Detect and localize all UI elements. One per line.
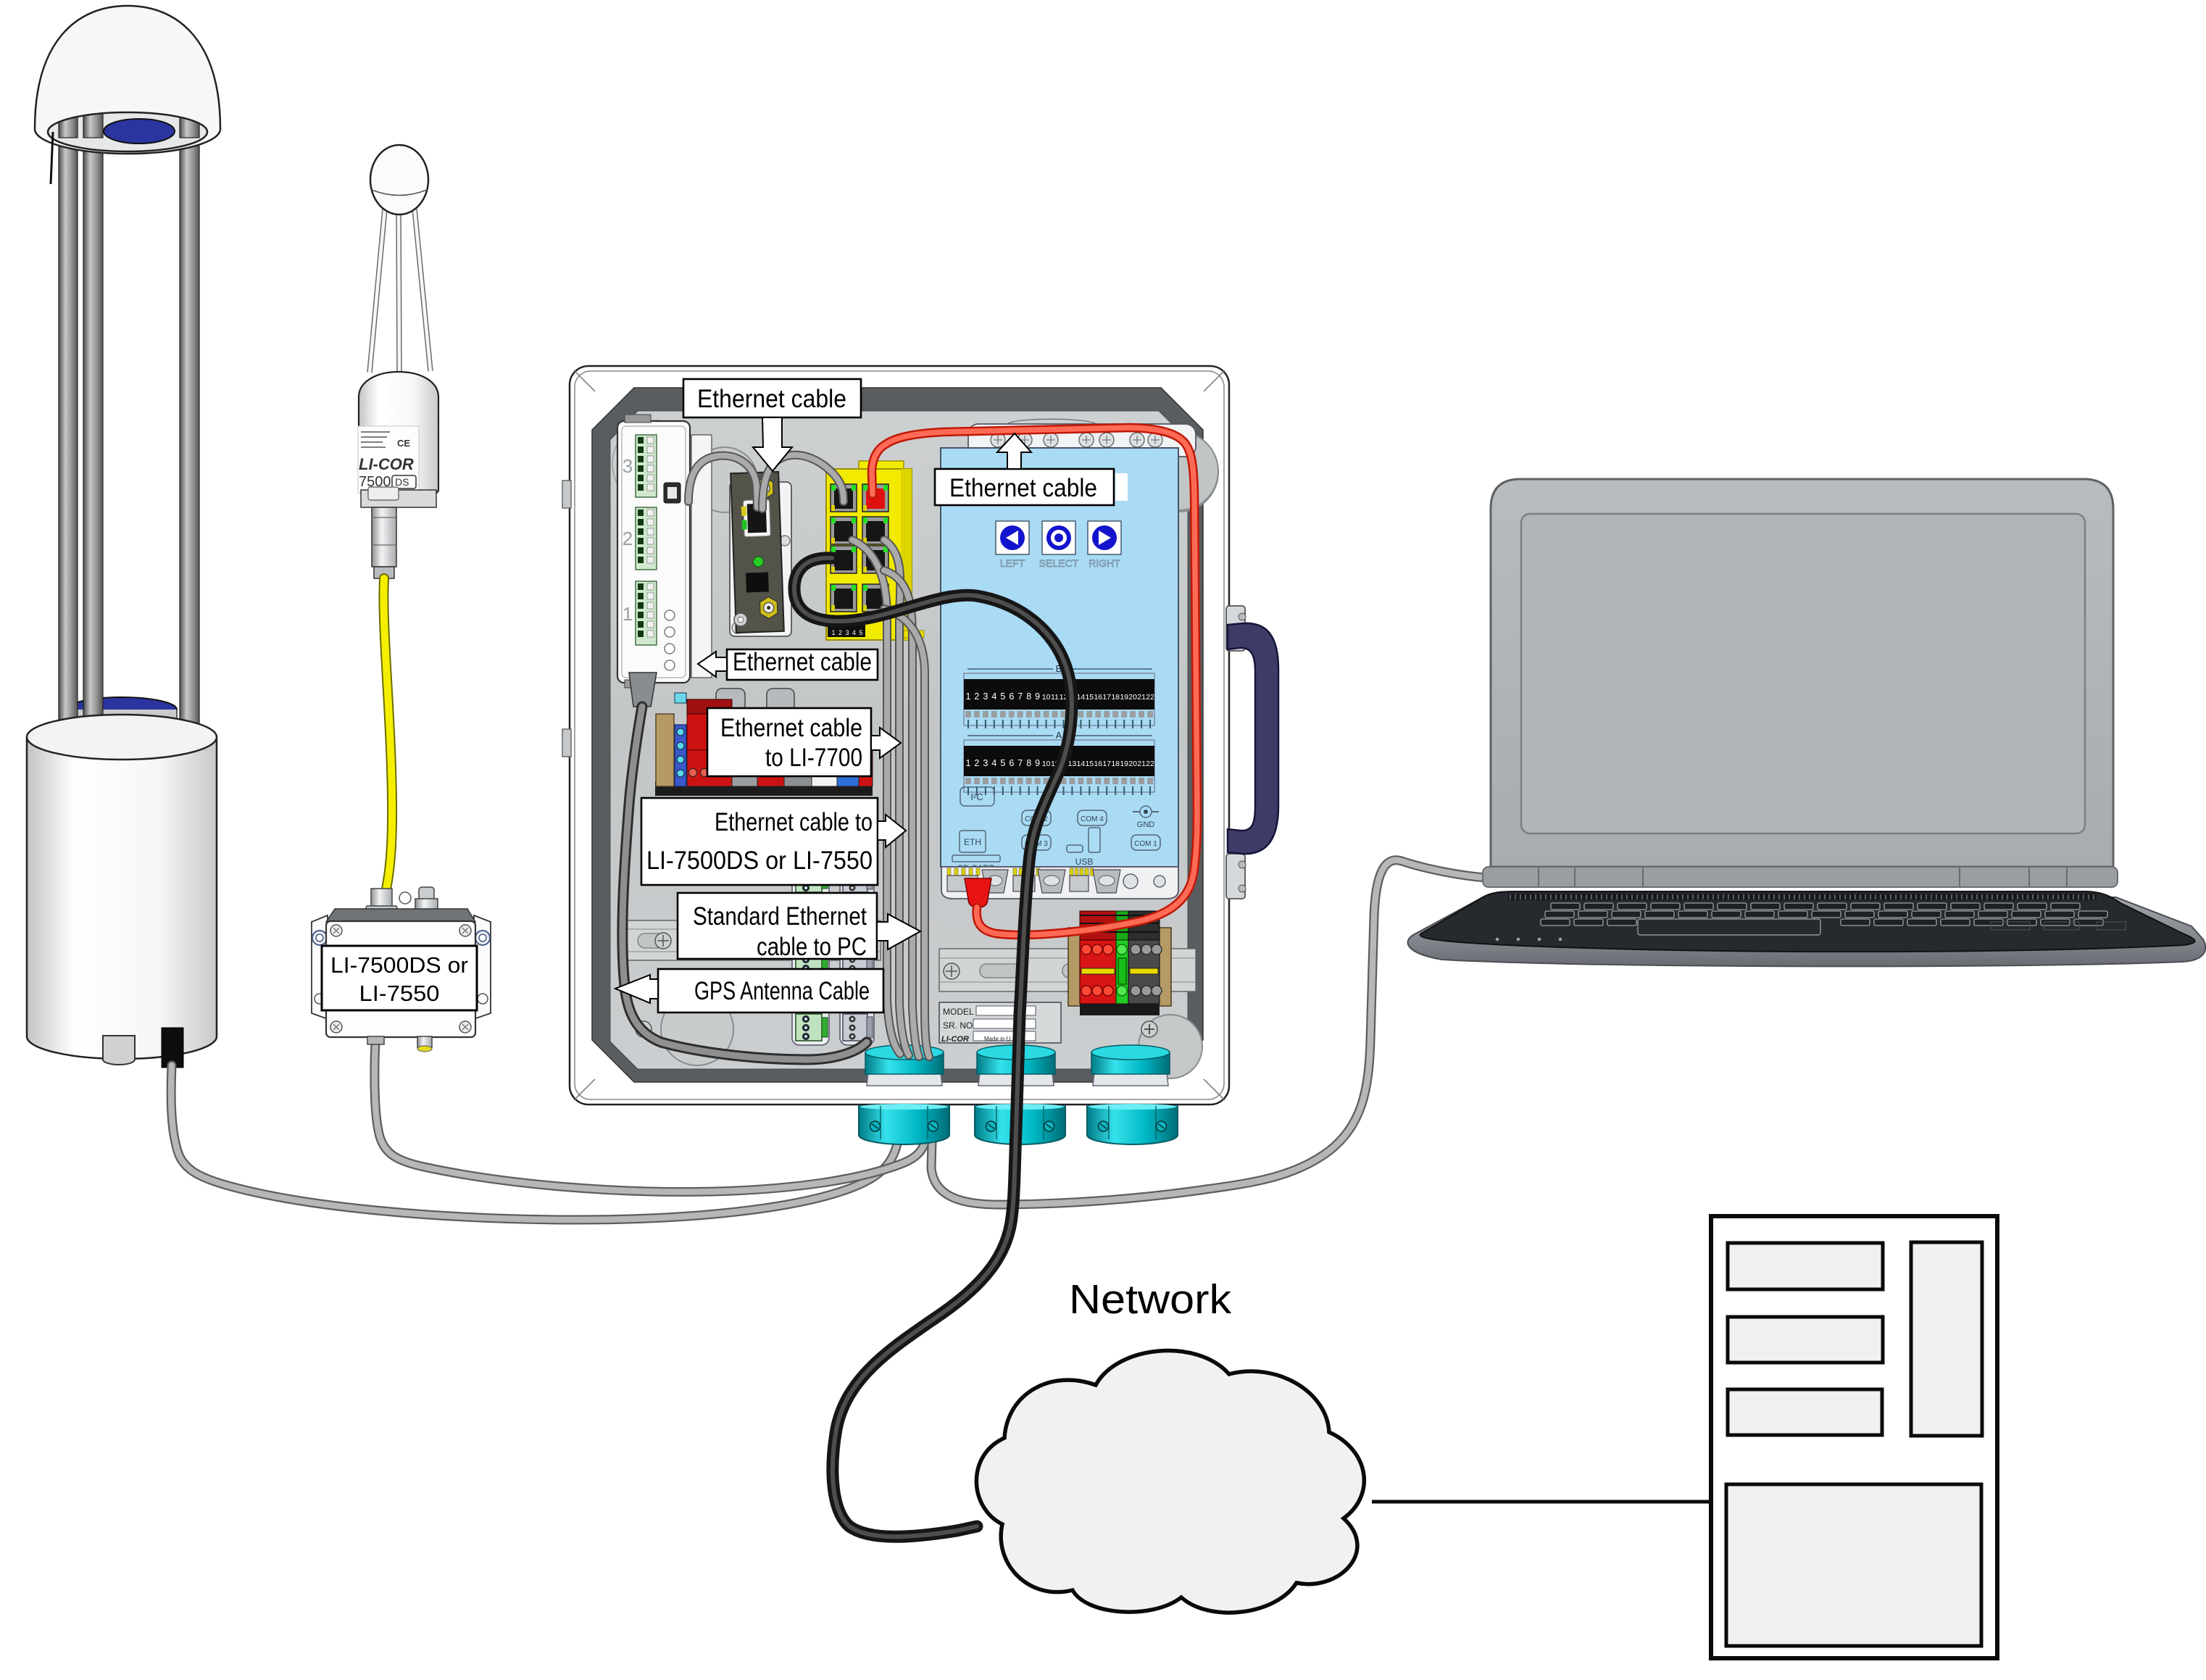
svg-text:GPS Antenna Cable: GPS Antenna Cable xyxy=(694,977,870,1005)
svg-text:12: 12 xyxy=(1060,693,1068,702)
svg-text:8: 8 xyxy=(1026,691,1031,702)
svg-text:Ethernet cable to: Ethernet cable to xyxy=(715,808,873,836)
svg-text:7: 7 xyxy=(1017,758,1023,768)
svg-text:2: 2 xyxy=(838,629,842,636)
svg-text:Standard Ethernet: Standard Ethernet xyxy=(693,902,867,931)
svg-text:MODEL: MODEL xyxy=(943,1007,974,1017)
svg-text:14: 14 xyxy=(1077,693,1086,702)
svg-text:19: 19 xyxy=(1120,760,1128,768)
svg-text:SELECT: SELECT xyxy=(1039,557,1079,569)
svg-text:17: 17 xyxy=(1102,760,1111,768)
svg-text:18: 18 xyxy=(1111,693,1120,702)
svg-text:11: 11 xyxy=(1051,693,1059,702)
svg-text:4: 4 xyxy=(991,691,996,702)
svg-text:cable to PC: cable to PC xyxy=(757,933,867,961)
svg-text:COM 1: COM 1 xyxy=(1134,840,1157,848)
svg-text:18: 18 xyxy=(1111,760,1120,768)
svg-text:A: A xyxy=(1056,730,1062,741)
svg-text:14: 14 xyxy=(1077,760,1086,768)
svg-text:LI-7500DS or: LI-7500DS or xyxy=(330,952,468,978)
svg-text:6: 6 xyxy=(1009,691,1014,702)
svg-text:19: 19 xyxy=(1120,693,1128,702)
svg-text:1: 1 xyxy=(966,758,971,768)
svg-text:10: 10 xyxy=(1042,760,1051,768)
svg-text:11: 11 xyxy=(1051,760,1059,768)
svg-text:1: 1 xyxy=(623,603,633,625)
svg-text:16: 16 xyxy=(1094,693,1102,702)
svg-text:21: 21 xyxy=(1137,693,1146,702)
svg-text:Made in U.S.A.: Made in U.S.A. xyxy=(984,1036,1023,1042)
svg-text:7: 7 xyxy=(1017,691,1023,702)
svg-text:9: 9 xyxy=(1035,758,1040,768)
svg-text:2: 2 xyxy=(623,528,633,549)
svg-text:4: 4 xyxy=(852,629,856,636)
svg-text:1: 1 xyxy=(831,629,835,636)
svg-text:Ethernet cable: Ethernet cable xyxy=(720,714,862,742)
svg-text:Network: Network xyxy=(1069,1276,1232,1323)
svg-text:2: 2 xyxy=(974,691,979,702)
svg-text:5: 5 xyxy=(1000,758,1005,768)
svg-text:5: 5 xyxy=(859,629,862,636)
svg-text:22: 22 xyxy=(1146,760,1154,768)
svg-text:9: 9 xyxy=(1035,691,1040,702)
svg-text:3: 3 xyxy=(623,455,633,477)
svg-text:GND: GND xyxy=(1137,820,1155,829)
svg-text:6: 6 xyxy=(1009,758,1014,768)
svg-text:CE: CE xyxy=(397,438,410,449)
svg-text:20: 20 xyxy=(1128,760,1137,768)
svg-text:5: 5 xyxy=(1000,691,1005,702)
svg-text:Ethernet cable: Ethernet cable xyxy=(949,474,1097,502)
svg-text:LI-COR: LI-COR xyxy=(359,455,414,473)
svg-text:4: 4 xyxy=(991,758,996,768)
svg-text:22: 22 xyxy=(1146,693,1154,702)
svg-text:13: 13 xyxy=(1068,760,1077,768)
svg-text:7500: 7500 xyxy=(359,474,391,490)
svg-text:15: 15 xyxy=(1085,693,1094,702)
svg-text:8: 8 xyxy=(1026,758,1031,768)
svg-text:17: 17 xyxy=(1102,693,1111,702)
svg-text:to LI-7700: to LI-7700 xyxy=(765,744,862,772)
svg-text:ETH: ETH xyxy=(964,837,981,847)
svg-text:3: 3 xyxy=(983,691,988,702)
svg-text:LEFT: LEFT xyxy=(1000,557,1025,569)
svg-text:SR. NO.: SR. NO. xyxy=(943,1020,975,1031)
svg-text:16: 16 xyxy=(1094,760,1102,768)
svg-text:LI-7500DS or LI-7550: LI-7500DS or LI-7550 xyxy=(646,847,873,875)
svg-text:20: 20 xyxy=(1128,693,1137,702)
svg-text:I²C: I²C xyxy=(970,791,983,802)
svg-text:COM 4: COM 4 xyxy=(1081,815,1104,823)
svg-text:LI-7550: LI-7550 xyxy=(359,981,440,1006)
svg-text:B: B xyxy=(1056,663,1062,674)
svg-text:10: 10 xyxy=(1042,693,1051,702)
svg-text:3: 3 xyxy=(845,629,849,636)
svg-text:15: 15 xyxy=(1085,760,1094,768)
svg-text:3: 3 xyxy=(983,758,988,768)
svg-text:LI-COR: LI-COR xyxy=(941,1035,969,1044)
svg-text:2: 2 xyxy=(974,758,979,768)
svg-text:RIGHT: RIGHT xyxy=(1089,557,1120,569)
svg-text:1: 1 xyxy=(966,691,971,702)
svg-text:Ethernet cable: Ethernet cable xyxy=(733,648,872,676)
svg-text:Ethernet cable: Ethernet cable xyxy=(697,385,846,413)
svg-text:USB: USB xyxy=(1075,857,1094,867)
svg-text:DS: DS xyxy=(395,476,409,488)
svg-text:21: 21 xyxy=(1137,760,1146,768)
